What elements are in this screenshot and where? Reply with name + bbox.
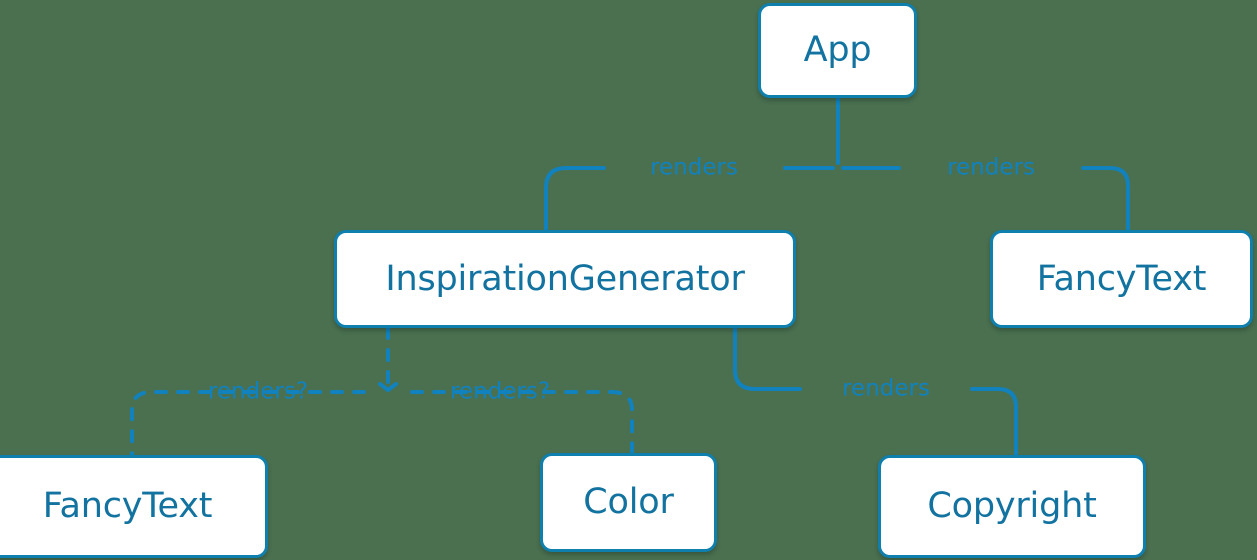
edge-inspiration-generator-to-color [410,390,634,455]
edge-label-inspiration-generator-to-color: renders? [449,378,551,405]
edge-label-app-to-fancytext-right: renders [947,154,1035,181]
edge-label-inspiration-generator-to-fancytext-bottom: renders? [207,378,309,405]
edge-app-to-fancytext-right-right-seg [1081,166,1130,232]
edge-inspiration-generator-to-copyright-left-seg [733,326,802,391]
edge-dashed-split-left [370,376,390,392]
edge-inspiration-generator-to-copyright-right-seg [970,387,1018,457]
edge-label-app-to-inspiration-generator: renders [650,154,738,181]
node-inspiration-generator[interactable]: InspirationGenerator [334,230,796,328]
node-app-label: App [803,30,872,70]
node-fancytext-bottom-label: FancyText [42,486,213,526]
node-app[interactable]: App [758,3,917,98]
edge-dashed-split-right [386,376,406,392]
edge-label-inspiration-generator-to-copyright: renders [842,375,930,402]
node-fancytext-bottom[interactable]: FancyText [0,455,268,558]
node-inspiration-generator-label: InspirationGenerator [385,258,745,299]
node-color-label: Color [583,482,674,522]
edge-inspiration-generator-to-fancytext-bottom [130,390,366,457]
node-fancytext-right-label: FancyText [1036,258,1207,299]
node-copyright-label: Copyright [927,486,1097,526]
node-copyright[interactable]: Copyright [878,455,1146,558]
node-color[interactable]: Color [540,453,717,552]
edge-app-to-inspiration-generator-left-seg [544,166,606,232]
node-fancytext-right[interactable]: FancyText [990,230,1253,328]
